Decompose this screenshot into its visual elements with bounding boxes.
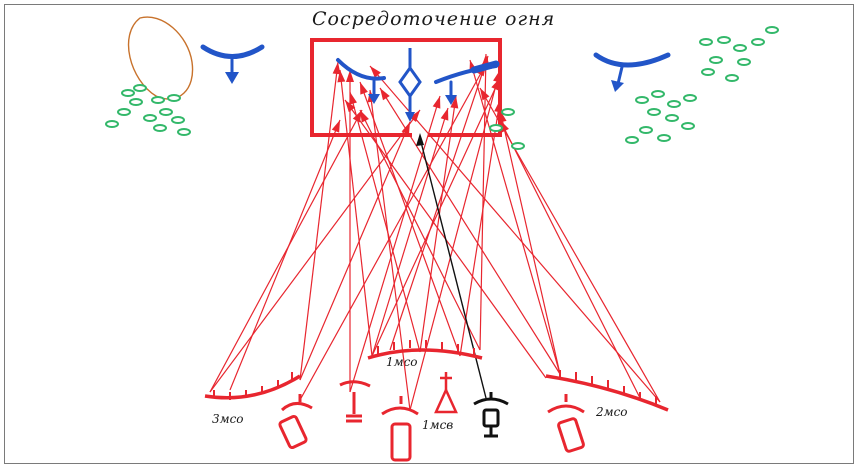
- label-1-msv: 1мсв: [422, 418, 454, 432]
- vegetation-mark: [681, 122, 695, 130]
- vegetation-mark: [651, 90, 665, 98]
- vegetation-mark: [737, 58, 751, 66]
- vegetation-mark: [511, 142, 525, 150]
- fire-line: [419, 95, 457, 353]
- vehicle-symbol-center: [381, 396, 419, 462]
- terrain-hill-outline: [127, 16, 194, 100]
- vegetation-mark: [153, 124, 167, 132]
- vegetation-mark: [639, 126, 653, 134]
- fire-line-arrowhead: [331, 120, 340, 133]
- fire-line-arrowhead: [360, 110, 369, 123]
- fire-line: [371, 77, 501, 357]
- vegetation-mark: [657, 134, 671, 142]
- fire-line: [349, 91, 421, 353]
- fire-line: [359, 81, 461, 357]
- vegetation-mark: [701, 68, 715, 76]
- platoon-commander-symbol: [434, 372, 458, 414]
- fire-line: [499, 109, 561, 375]
- vegetation-mark: [751, 38, 765, 46]
- fire-line: [499, 119, 641, 399]
- vehicle-symbol-left: [278, 394, 313, 450]
- trench-line: [367, 348, 483, 360]
- fire-line-arrowhead: [450, 96, 459, 109]
- vegetation-mark: [683, 94, 697, 102]
- vegetation-mark: [133, 84, 147, 92]
- vegetation-mark: [709, 56, 723, 64]
- command-observation-post-icon: [473, 392, 509, 438]
- label-2-mso: 2мсо: [596, 405, 628, 419]
- fire-line: [349, 95, 441, 393]
- fire-line-arrowhead: [498, 110, 507, 123]
- fire-line-arrowhead: [349, 92, 357, 105]
- fire-line-arrowhead: [360, 82, 368, 95]
- vegetation-mark: [129, 98, 143, 106]
- fire-line-arrowhead: [337, 70, 346, 83]
- enemy-position-left: [200, 44, 265, 84]
- vegetation-mark: [665, 114, 679, 122]
- label-3-mso: 3мсо: [212, 412, 244, 426]
- target-area: [310, 38, 502, 137]
- vegetation-mark: [699, 38, 713, 46]
- vegetation-mark: [105, 120, 119, 128]
- enemy-trench-right-in-target: [434, 60, 500, 105]
- enemy-trench-left-in-target: [336, 58, 386, 104]
- vegetation-mark: [117, 108, 131, 116]
- trench-line: [545, 374, 669, 412]
- fire-line-arrowhead: [493, 70, 501, 83]
- vegetation-mark: [143, 114, 157, 122]
- fire-line: [299, 63, 487, 401]
- fire-line-arrowhead: [380, 88, 390, 101]
- vegetation-mark: [717, 36, 731, 44]
- vegetation-mark: [625, 136, 639, 144]
- fire-line: [299, 61, 339, 381]
- vegetation-mark: [733, 44, 747, 52]
- vegetation-mark: [171, 116, 185, 124]
- vegetation-clusters: [105, 26, 779, 150]
- fire-line-arrowhead: [440, 108, 449, 121]
- vegetation-mark: [635, 96, 649, 104]
- fire-lines-group: [209, 53, 661, 411]
- fire-line: [479, 53, 487, 351]
- fire-line: [359, 109, 481, 351]
- vegetation-mark: [647, 108, 661, 116]
- vegetation-mark: [725, 74, 739, 82]
- friendly-trenches: [204, 340, 669, 412]
- vegetation-mark: [167, 94, 181, 102]
- vegetation-mark: [501, 108, 515, 116]
- fire-line: [339, 69, 373, 357]
- label-1-mso: 1мсо: [386, 355, 418, 369]
- fire-line: [379, 87, 561, 375]
- fire-line: [469, 59, 561, 375]
- enemy-diamond-strongpoint: [398, 48, 422, 122]
- enemy-position-right: [593, 52, 671, 92]
- vegetation-mark: [159, 108, 173, 116]
- fire-line-arrowhead: [494, 100, 503, 113]
- vegetation-mark: [765, 26, 779, 34]
- vegetation-mark: [151, 96, 165, 104]
- fire-line-arrowhead: [370, 66, 381, 78]
- fire-line: [371, 107, 449, 357]
- fire-line-arrowhead: [409, 110, 420, 123]
- fire-line-arrowhead: [345, 100, 356, 113]
- vegetation-mark: [489, 124, 503, 132]
- fire-line: [229, 119, 341, 391]
- weapon-symbol-left: [339, 380, 371, 423]
- fire-line-arrowhead: [332, 62, 341, 75]
- vegetation-mark: [177, 128, 191, 136]
- trench-line: [204, 374, 301, 400]
- fire-line: [369, 65, 661, 403]
- vegetation-mark: [667, 100, 681, 108]
- vehicle-symbol-right: [547, 394, 585, 453]
- fire-line-arrowhead: [432, 96, 441, 109]
- diagram-title: Сосредоточение огня: [312, 8, 556, 30]
- fire-line-arrowhead: [346, 70, 354, 82]
- vegetation-mark: [121, 89, 135, 97]
